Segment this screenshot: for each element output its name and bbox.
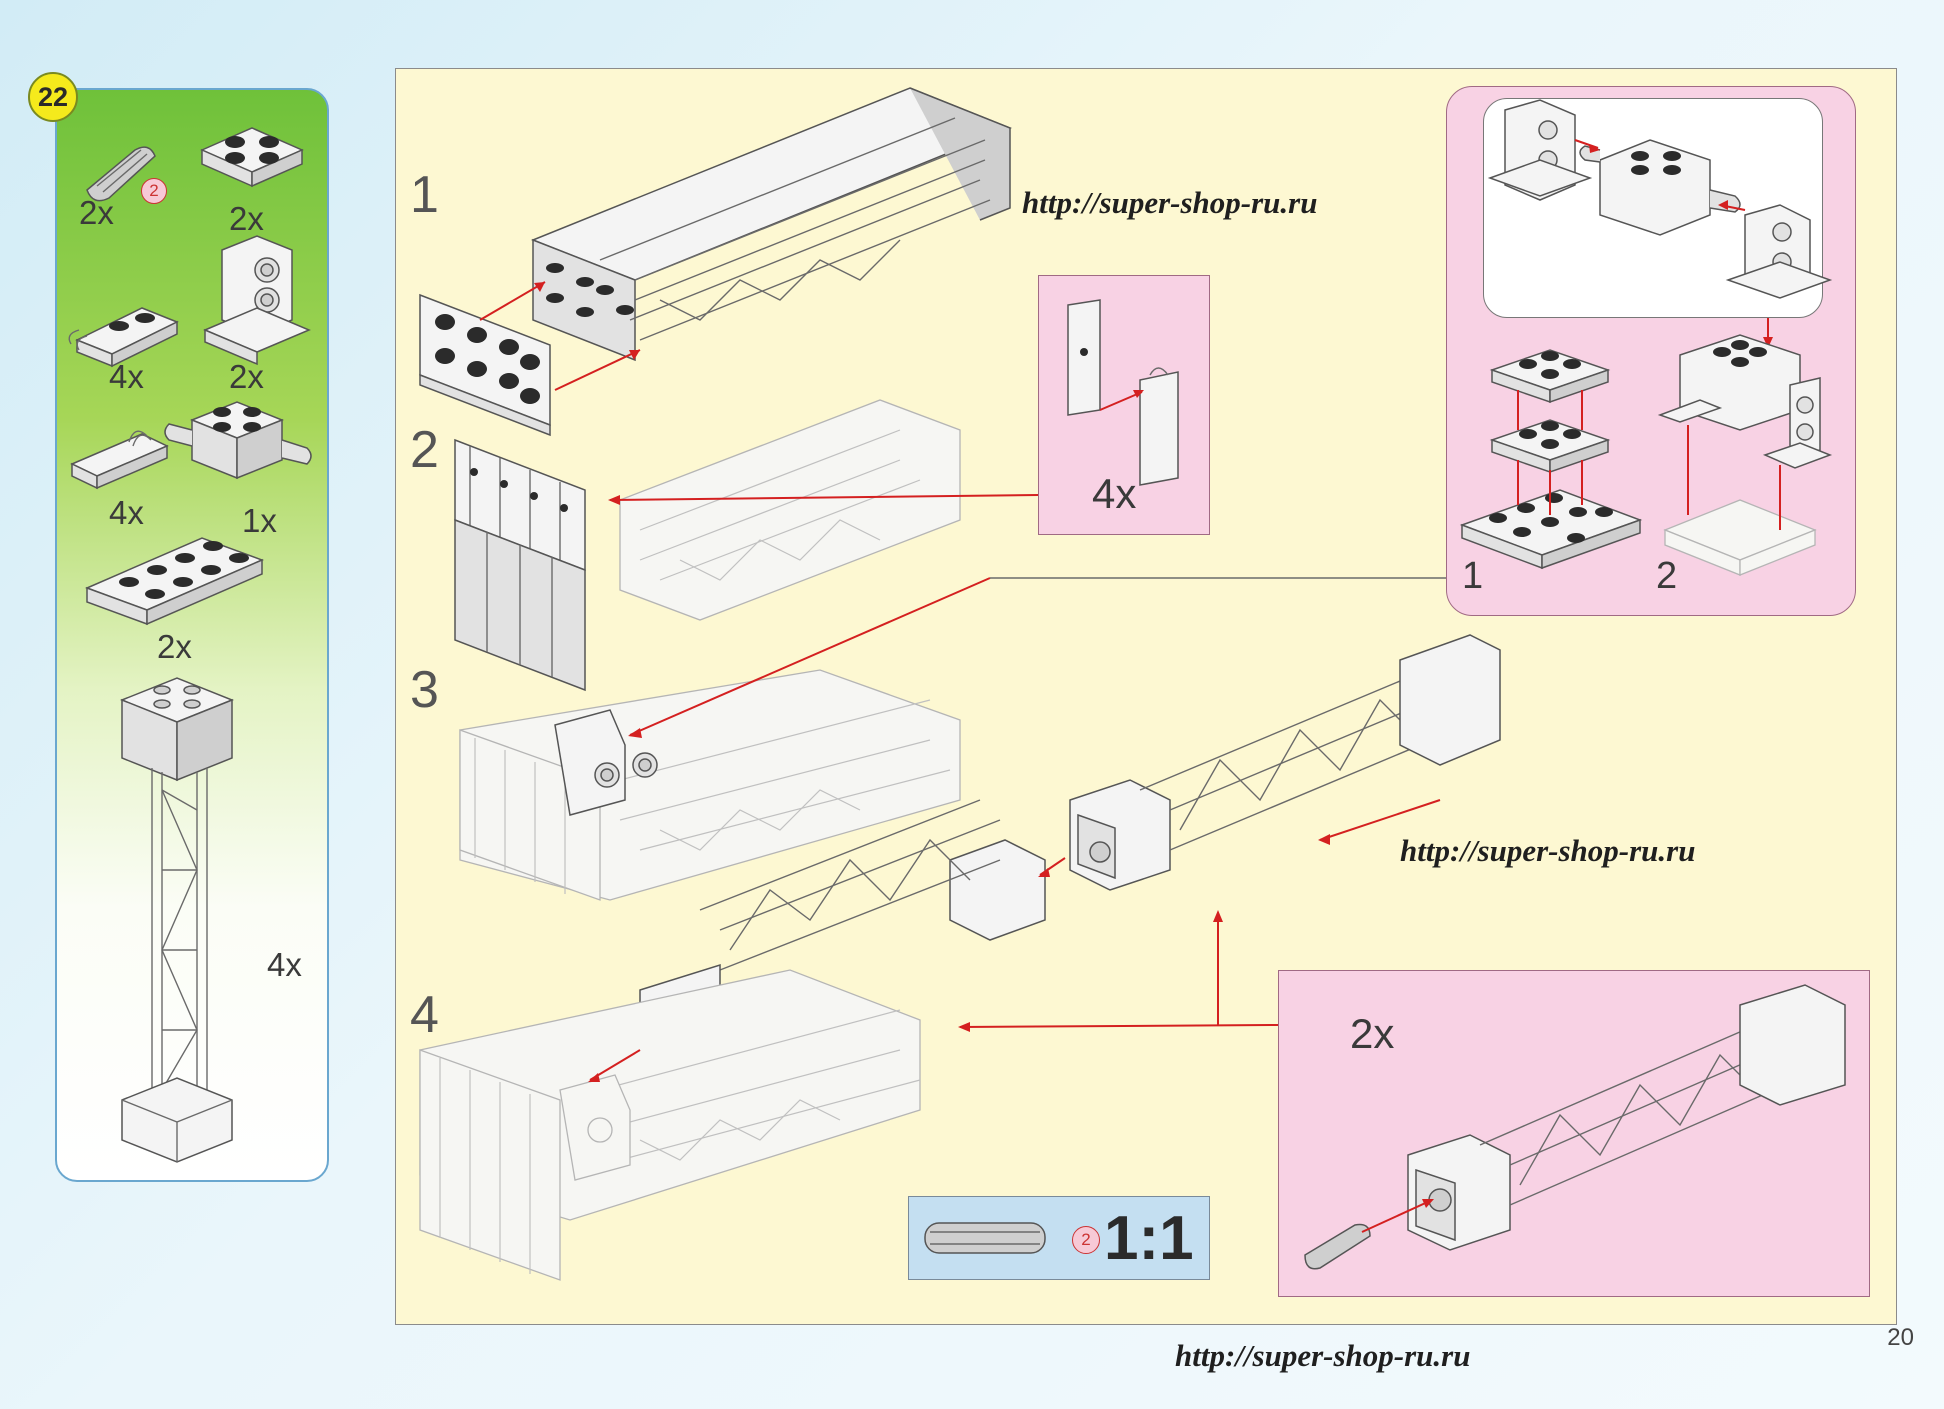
white-plate-1x2-clip-icon <box>68 307 179 368</box>
clip-callout-box <box>1038 275 1210 535</box>
white-truss-pillar-icon <box>119 677 235 1163</box>
substep-label-2: 2 <box>1656 555 1678 597</box>
part-qty-plate-2x4: 2x <box>157 628 192 665</box>
page-number: 20 <box>1887 1324 1914 1351</box>
substep1-plate-stack <box>1459 349 1643 570</box>
step-number-badge: 22 <box>28 72 78 122</box>
part-qty-axle-pin: 2x <box>79 194 114 231</box>
parts-list-panel: 2x 2 2x 4x 2x 4x 1x 2x 4x <box>55 88 329 1182</box>
parts-illustrations <box>68 127 312 1163</box>
substep-label-1: 1 <box>1462 555 1484 597</box>
step-label-3: 3 <box>410 661 439 719</box>
part-qty-tile-handle: 4x <box>109 494 144 531</box>
clip-callout-qty: 4x <box>1092 470 1137 517</box>
grey-axle-pin-icon <box>86 146 156 202</box>
step-label-2: 2 <box>410 421 439 479</box>
part-qty-plate-clip: 4x <box>109 358 144 395</box>
part-qty-brick-axle: 1x <box>242 502 277 539</box>
step3-truss-beam <box>1069 634 1501 891</box>
scale-ratio: 1:1 <box>1104 1204 1194 1273</box>
part-qty-truss-pillar: 4x <box>267 946 302 983</box>
step2-assembly <box>454 399 961 692</box>
step-label-1: 1 <box>410 166 439 224</box>
scale-size-badge: 2 <box>1072 1226 1100 1254</box>
watermark-url-bottom: http://super-shop-ru.ru <box>1175 1338 1471 1373</box>
watermark-url-top: http://super-shop-ru.ru <box>1022 185 1318 220</box>
substep2-connector-assembly <box>1657 334 1833 576</box>
white-brick-2x2-axle-icon <box>164 401 312 480</box>
step1-truss-assembly <box>530 87 1013 362</box>
scale-axle-pin <box>924 1222 1046 1254</box>
white-technic-pin-connector-icon <box>203 235 311 366</box>
size-badge: 2 <box>141 178 167 204</box>
beam-callout-qty: 2x <box>1350 1010 1395 1057</box>
clip-callout-parts <box>1067 299 1179 486</box>
part-qty-plate-2x2: 2x <box>229 200 264 237</box>
subassembly-exploded-view <box>1487 99 1833 299</box>
step4-assembly <box>419 969 921 1281</box>
step1-plate-2x4 <box>419 293 551 437</box>
white-plate-2x2-icon <box>200 127 304 188</box>
white-tile-1x2-handle-icon <box>70 430 169 490</box>
step3-assembly <box>459 669 961 901</box>
beam-callout-truss <box>1304 984 1846 1270</box>
white-plate-2x4-icon <box>84 537 265 626</box>
part-qty-pin-connector: 2x <box>229 358 264 395</box>
step-label-4: 4 <box>410 986 439 1044</box>
watermark-url-middle: http://super-shop-ru.ru <box>1400 833 1696 868</box>
